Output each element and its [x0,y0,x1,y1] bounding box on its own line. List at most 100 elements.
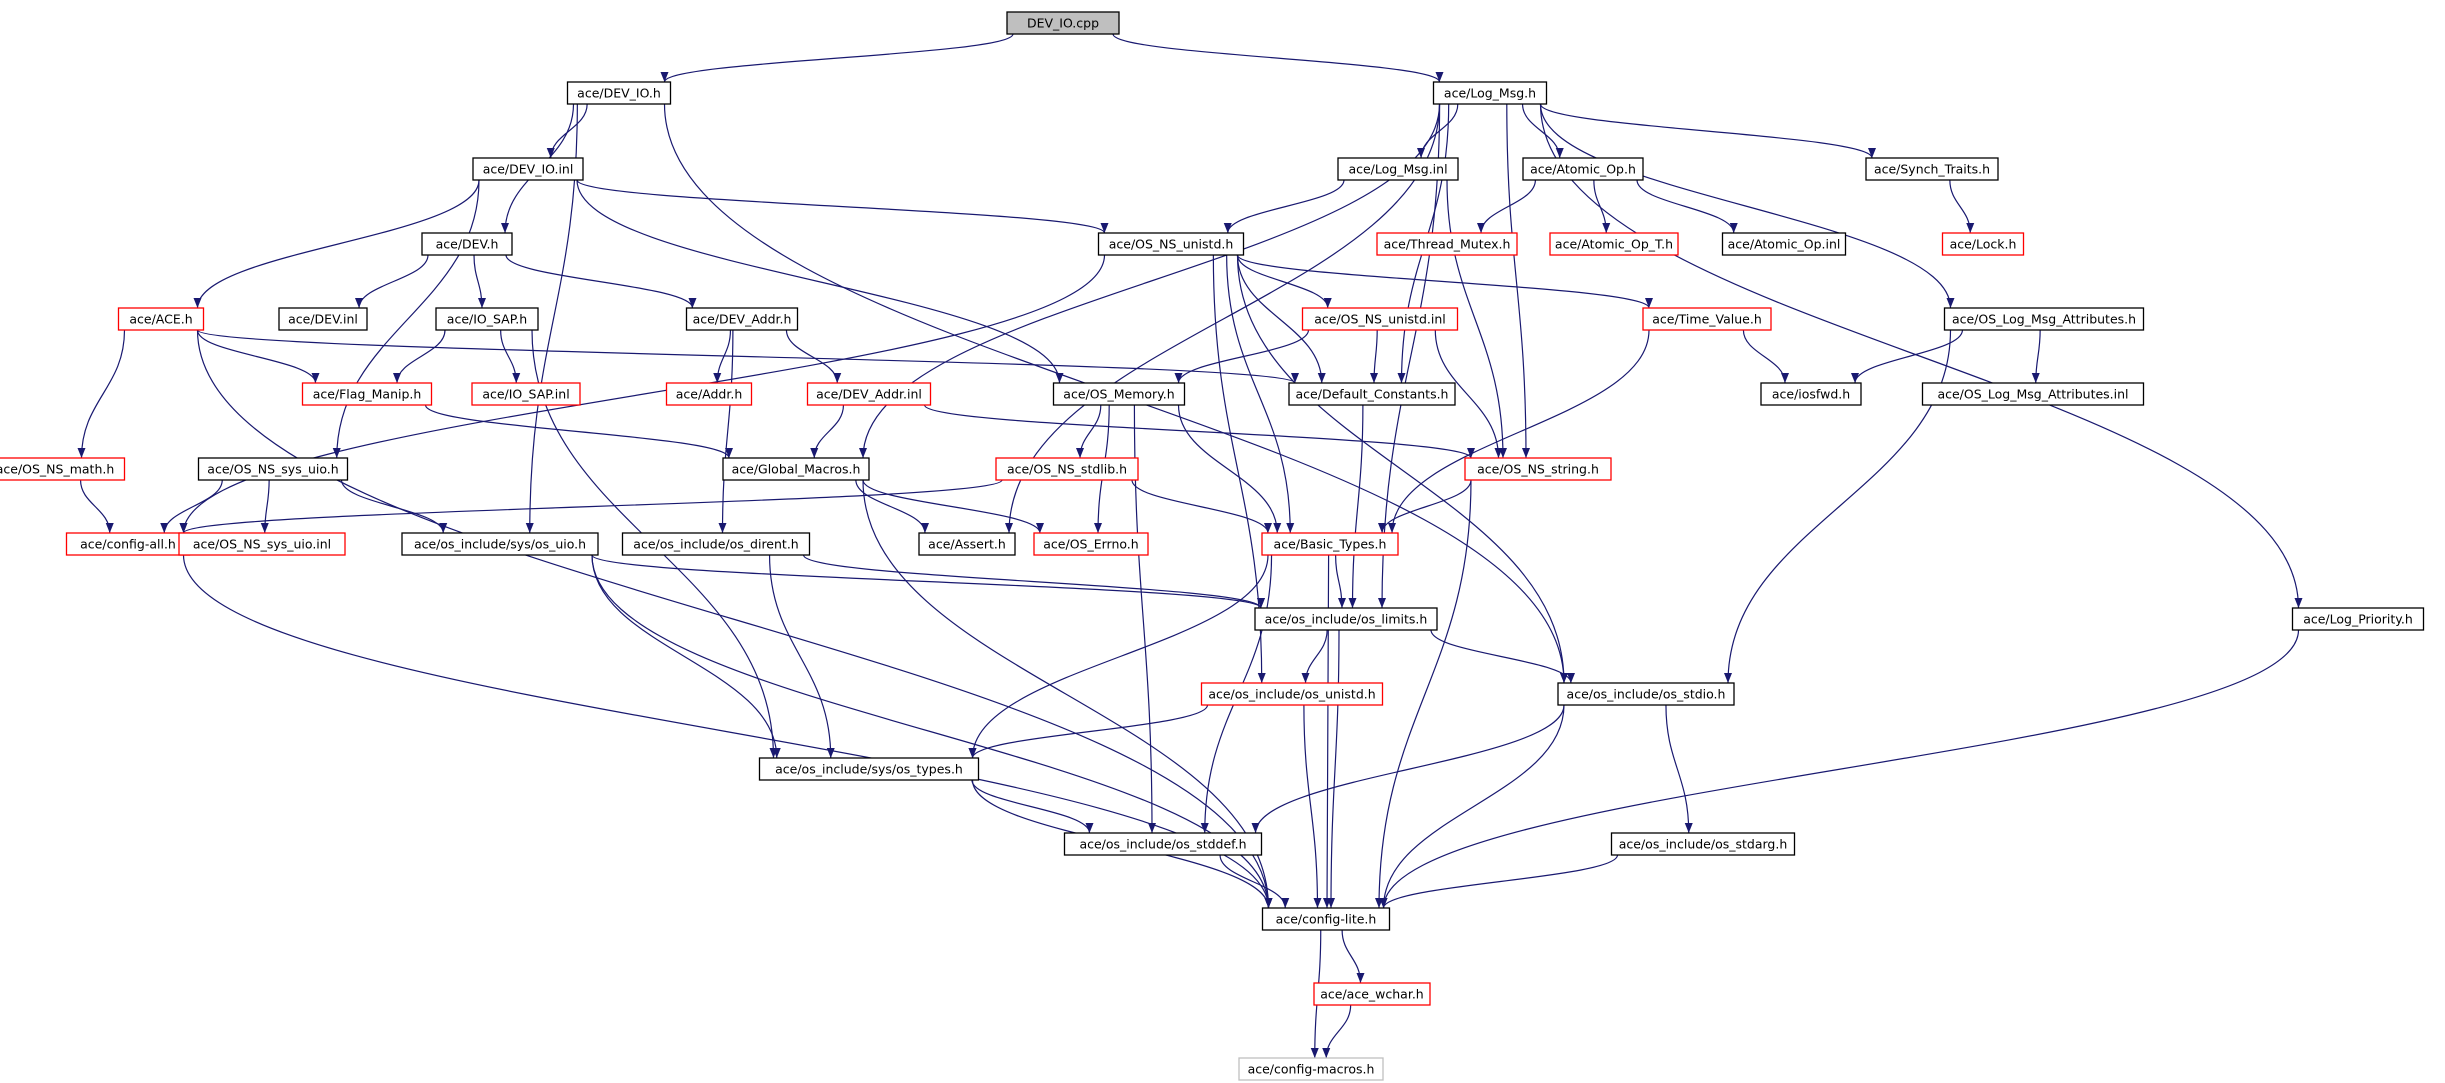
node-ace-wchar-h[interactable]: ace/ace_wchar.h [1313,982,1431,1006]
node-label: ace/Global_Macros.h [732,462,861,477]
node-box [1033,532,1149,556]
node-os-include-os-dirent-h[interactable]: ace/os_include/os_dirent.h [621,532,811,556]
node-os-memory-h[interactable]: ace/OS_Memory.h [1052,382,1186,406]
arrowhead-dev_io_inl-to-os_ns_sys_uio_h [332,448,341,458]
arrowhead-dev_io_h-to-os_include_sys_os_uio_h [525,523,534,533]
arrowhead-log_msg_h-to-global_macros_h [859,448,867,458]
node-label: ace/os_include/sys/os_types.h [775,762,963,777]
arrowhead-os_include_os_unistd_h-to-config_lite_h [1313,898,1322,908]
node-atomic-op-t-h[interactable]: ace/Atomic_Op_T.h [1549,232,1679,256]
edge-dev_h-to-dev_addr_h [505,254,694,309]
node-dev-addr-inl[interactable]: ace/DEV_Addr.inl [806,382,932,406]
arrowhead-dev_io_h-to-dev_h [501,223,509,233]
node-label: ace/OS_Log_Msg_Attributes.inl [1937,387,2128,402]
node-label: ace/os_include/os_stdio.h [1567,687,1726,702]
node-os-include-sys-os-uio-h[interactable]: ace/os_include/sys/os_uio.h [401,532,599,556]
edge-os_ns_unistd_h-to-os_include_os_stdio_h [1236,254,1565,684]
edge-os_include_os_unistd_h-to-os_include_sys_os_types_h [971,704,1209,759]
node-dev-io-cpp[interactable]: DEV_IO.cpp [1006,11,1120,35]
arrowhead-os_ns_unistd_h-to-basic_types_h [1286,523,1295,533]
arrowhead-dev_h-to-dev_addr_h [688,298,697,308]
node-os-ns-math-h[interactable]: ace/OS_NS_math.h [0,457,126,481]
node-label: ace/ACE.h [129,312,192,327]
node-os-include-os-stdarg-h[interactable]: ace/os_include/os_stdarg.h [1610,832,1796,856]
node-label: ace/OS_NS_sys_uio.inl [193,537,331,552]
node-os-ns-sys-uio-inl[interactable]: ace/OS_NS_sys_uio.inl [178,532,346,556]
node-addr-h[interactable]: ace/Addr.h [665,382,753,406]
node-dev-h[interactable]: ace/DEV.h [421,232,513,256]
node-label: ace/Basic_Types.h [1274,537,1387,552]
node-os-include-os-unistd-h[interactable]: ace/os_include/os_unistd.h [1200,682,1384,706]
edge-dev_addr_inl-to-os_ns_string_h [923,404,1472,459]
node-synch-traits-h[interactable]: ace/Synch_Traits.h [1865,157,1999,181]
arrowhead-os_ns_sys_uio_h-to-os_ns_sys_uio_inl [260,523,269,533]
arrowhead-dev_addr_inl-to-global_macros_h [810,448,819,458]
edge-os_include_os_unistd_h-to-config_lite_h [1303,704,1319,909]
node-dev-io-h[interactable]: ace/DEV_IO.h [566,81,672,105]
node-iosfwd-h[interactable]: ace/iosfwd.h [1760,382,1862,406]
node-os-ns-stdlib-h[interactable]: ace/OS_NS_stdlib.h [995,457,1139,481]
node-atomic-op-inl[interactable]: ace/Atomic_Op.inl [1721,232,1847,256]
node-log-msg-h[interactable]: ace/Log_Msg.h [1432,81,1548,105]
node-box [1943,307,2145,331]
arrowhead-dev_addr_h-to-dev_addr_inl [833,373,842,383]
node-label: ace/OS_NS_unistd.inl [1314,312,1446,327]
node-os-ns-unistd-inl[interactable]: ace/OS_NS_unistd.inl [1301,307,1459,331]
node-log-priority-h[interactable]: ace/Log_Priority.h [2291,607,2425,631]
node-flag-manip-h[interactable]: ace/Flag_Manip.h [301,382,433,406]
node-io-sap-h[interactable]: ace/IO_SAP.h [435,307,539,331]
edge-dev_h-to-dev_inl [358,254,429,309]
node-os-include-os-stddef-h[interactable]: ace/os_include/os_stddef.h [1063,832,1263,856]
node-os-include-os-limits-h[interactable]: ace/os_include/os_limits.h [1254,607,1438,631]
node-default-constants-h[interactable]: ace/Default_Constants.h [1288,382,1456,406]
node-basic-types-h[interactable]: ace/Basic_Types.h [1261,532,1399,556]
node-os-ns-sys-uio-h[interactable]: ace/OS_NS_sys_uio.h [197,457,349,481]
node-ace-h[interactable]: ace/ACE.h [117,307,205,331]
node-io-sap-inl[interactable]: ace/IO_SAP.inl [471,382,581,406]
edge-os_ns_string_h-to-config_lite_h [1378,479,1472,909]
node-os-include-sys-os-types-h[interactable]: ace/os_include/sys/os_types.h [758,757,980,781]
node-config-all-h[interactable]: ace/config-all.h [65,532,191,556]
arrowhead-dev_io_h-to-dev_io_inl [546,148,555,158]
node-label: ace/Log_Msg.inl [1348,162,1447,177]
node-label: ace/DEV_Addr.inl [816,387,922,402]
node-label: ace/IO_SAP.inl [482,387,569,402]
node-box [1865,157,1999,181]
node-os-errno-h[interactable]: ace/OS_Errno.h [1033,532,1149,556]
node-lock-h[interactable]: ace/Lock.h [1941,232,2025,256]
node-global-macros-h[interactable]: ace/Global_Macros.h [722,457,870,481]
node-box [1200,682,1384,706]
node-assert-h[interactable]: ace/Assert.h [918,532,1016,556]
node-time-value-h[interactable]: ace/Time_Value.h [1642,307,1772,331]
node-box [1464,457,1612,481]
node-config-macros-h[interactable]: ace/config-macros.h [1238,1057,1384,1081]
node-os-ns-unistd-h[interactable]: ace/OS_NS_unistd.h [1097,232,1245,256]
node-os-log-msg-attr-h[interactable]: ace/OS_Log_Msg_Attributes.h [1943,307,2145,331]
node-atomic-op-h[interactable]: ace/Atomic_Op.h [1522,157,1644,181]
edge-dev_io_inl-to-os_ns_unistd_h [576,179,1106,234]
node-log-msg-inl[interactable]: ace/Log_Msg.inl [1337,157,1459,181]
arrowhead-config_lite_h-to-ace_wchar_h [1356,973,1365,983]
edge-os_include_sys_os_uio_h-to-os_include_os_limits_h [591,554,1262,609]
node-os-ns-string-h[interactable]: ace/OS_NS_string.h [1464,457,1612,481]
node-thread-mutex-h[interactable]: ace/Thread_Mutex.h [1376,232,1518,256]
node-dev-io-inl[interactable]: ace/DEV_IO.inl [472,157,584,181]
node-label: ace/OS_Errno.h [1043,537,1138,552]
arrowhead-log_msg_h-to-log_priority_h [2294,598,2303,608]
arrowhead-basic_types_h-to-os_include_os_stddef_h [1200,823,1209,833]
node-dev-addr-h[interactable]: ace/DEV_Addr.h [685,307,799,331]
node-dev-inl[interactable]: ace/DEV.inl [278,307,368,331]
edge-log_msg_h-to-os_log_msg_attr_h [1539,103,1952,309]
arrowhead-os_ns_math_h-to-config_all_h [105,523,114,533]
arrowhead-os_include_os_dirent_h-to-os_include_os_limits_h [1257,598,1265,608]
arrowhead-default_constants_h-to-os_include_os_limits_h [1348,598,1357,608]
arrowhead-os_ns_unistd_h-to-os_ns_unistd_inl [1323,298,1332,308]
edge-time_value_h-to-basic_types_h [1391,329,1650,534]
arrowhead-log_msg_h-to-assert_h [1005,523,1013,533]
node-os-include-os-stdio-h[interactable]: ace/os_include/os_stdio.h [1557,682,1735,706]
arrowhead-os_ns_sys_uio_h-to-config_all_h [160,523,169,533]
node-os-log-msg-attr-inl[interactable]: ace/OS_Log_Msg_Attributes.inl [1921,382,2145,406]
node-config-lite-h[interactable]: ace/config-lite.h [1261,907,1391,931]
arrowhead-os_ns_unistd_inl-to-default_constants_h [1370,373,1378,383]
